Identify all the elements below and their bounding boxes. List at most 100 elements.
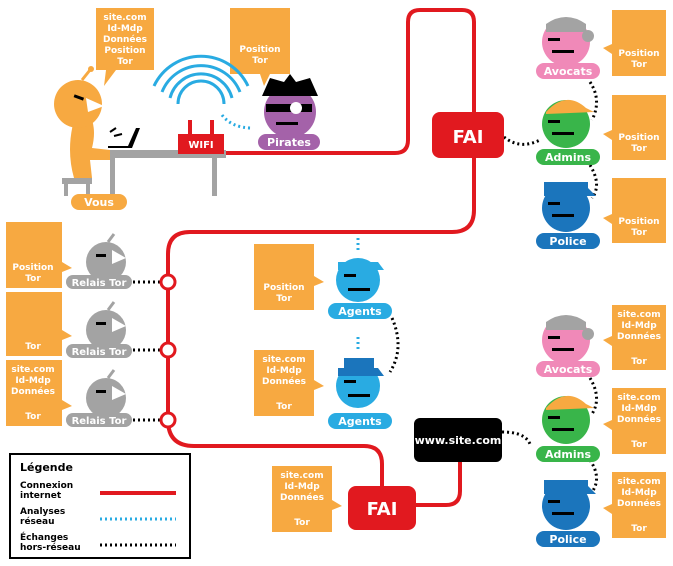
relais-2-label: Relais Tor xyxy=(72,347,127,358)
note-avocats-top: Position Tor xyxy=(603,10,666,76)
relais-3-figure: Relais Tor xyxy=(66,369,132,427)
wifi-label: WIFI xyxy=(188,140,213,151)
note-line: Tor xyxy=(294,518,310,528)
fai-bottom: FAI xyxy=(348,486,416,530)
note-line: Données xyxy=(11,386,55,397)
dots-site-admins xyxy=(501,430,532,445)
note-line: Tor xyxy=(25,274,41,284)
note-line: site.com xyxy=(103,13,146,23)
tor-junction-3 xyxy=(159,411,177,429)
wifi-router: WIFI xyxy=(152,54,250,154)
pirates-label-bg xyxy=(258,134,320,150)
dots-admins-police-bottom xyxy=(588,459,598,493)
tor-junction-2 xyxy=(159,341,177,359)
note-line: Position xyxy=(618,133,659,143)
vous-antenna xyxy=(80,69,92,81)
note-line: Tor xyxy=(25,412,41,422)
note-line: site.com xyxy=(617,310,660,320)
police-top-figure: Police xyxy=(536,182,600,249)
note-line: Position xyxy=(239,45,280,55)
note-line: Tor xyxy=(25,342,41,352)
relais-1-figure: Relais Tor xyxy=(66,233,132,289)
laptop-icon xyxy=(108,128,140,148)
legend-analyses-line1: Analyses xyxy=(20,507,65,517)
note-line: Tor xyxy=(631,357,647,367)
police-bottom-figure: Police xyxy=(536,480,600,547)
tor-junction-1 xyxy=(159,273,177,291)
avocats-top-label: Avocats xyxy=(544,65,593,78)
agents-top-figure: Agents xyxy=(328,258,392,319)
note-line: Tor xyxy=(631,524,647,534)
note-line: Données xyxy=(280,492,324,503)
desk-leg xyxy=(212,158,217,196)
site-server: www.site.com xyxy=(414,418,502,462)
tor-junctions xyxy=(159,273,177,429)
avocats-bottom-label: Avocats xyxy=(544,363,593,376)
network-analysis xyxy=(220,114,360,352)
note-line: Id-Mdp xyxy=(107,24,143,34)
fai-top: FAI xyxy=(432,112,504,158)
relais-3-label: Relais Tor xyxy=(72,416,127,427)
note-line: site.com xyxy=(280,471,323,481)
note-line: site.com xyxy=(617,477,660,487)
vous-label-bg xyxy=(71,194,127,210)
dots-avocats-admins-top xyxy=(588,81,598,121)
note-line: Données xyxy=(103,34,147,45)
site-label: www.site.com xyxy=(415,434,502,447)
dots-agents xyxy=(388,317,400,373)
legend-internet-line2: internet xyxy=(20,491,62,501)
dots-avocats-admins-bottom xyxy=(588,377,598,415)
lawyer-wig xyxy=(546,17,586,32)
stool-leg xyxy=(86,184,90,196)
note-line: Tor xyxy=(117,57,133,67)
legend: Légende Connexion internet Analyses rése… xyxy=(9,453,191,559)
desk xyxy=(96,150,226,158)
note-line: Id-Mdp xyxy=(266,366,302,376)
note-line: Tor xyxy=(631,440,647,450)
admins-top-figure: Admins xyxy=(536,99,600,165)
vous-figure: Vous xyxy=(54,66,226,210)
line-vous-fai xyxy=(166,8,476,492)
pirates-figure: Pirates xyxy=(258,74,320,150)
note-pirates: Position Tor xyxy=(230,8,290,86)
note-line: Tor xyxy=(631,228,647,238)
note-line: Id-Mdp xyxy=(621,404,657,414)
note-line: site.com xyxy=(262,355,305,365)
hard-hat xyxy=(546,99,594,114)
line-fai-site xyxy=(414,460,462,507)
note-line: Tor xyxy=(276,294,292,304)
stool xyxy=(62,178,92,184)
vous-head xyxy=(54,80,102,128)
note-line: Données xyxy=(617,414,661,425)
desk-leg xyxy=(110,158,115,196)
note-line: Données xyxy=(262,376,306,387)
agents-bottom-figure: Agents xyxy=(328,358,392,429)
admins-bottom-label: Admins xyxy=(545,448,591,461)
note-avocats-bottom: site.com Id-Mdp Données Tor xyxy=(603,305,666,370)
police-top-label: Police xyxy=(549,235,586,248)
admins-top-label: Admins xyxy=(545,151,591,164)
note-line: Tor xyxy=(631,60,647,70)
hard-hat xyxy=(546,395,594,410)
note-vous: site.com Id-Mdp Données Position Tor xyxy=(96,8,154,86)
internet-connections xyxy=(166,8,476,507)
agent-cap xyxy=(338,262,384,270)
stool-leg xyxy=(64,184,68,196)
admins-bottom-figure: Admins xyxy=(536,395,600,462)
eyepatch-icon xyxy=(266,104,312,112)
note-line: Position xyxy=(263,283,304,293)
vous-body xyxy=(70,120,110,178)
notes: site.com Id-Mdp Données Position Tor Pos… xyxy=(6,8,666,538)
note-relais-3: site.com Id-Mdp Données Tor xyxy=(6,360,72,426)
note-admins-bottom: site.com Id-Mdp Données Tor xyxy=(603,388,666,454)
pirates-label: Pirates xyxy=(267,136,311,149)
note-line: Position xyxy=(618,217,659,227)
note-line: Tor xyxy=(631,144,647,154)
dots-fai-admins xyxy=(503,135,541,146)
wifi-waves-icon xyxy=(152,54,250,105)
note-line: Position xyxy=(12,263,53,273)
note-relais-1: Position Tor xyxy=(6,222,72,288)
avocats-bottom-figure: Avocats xyxy=(536,315,600,377)
vous-mouth xyxy=(86,98,104,112)
